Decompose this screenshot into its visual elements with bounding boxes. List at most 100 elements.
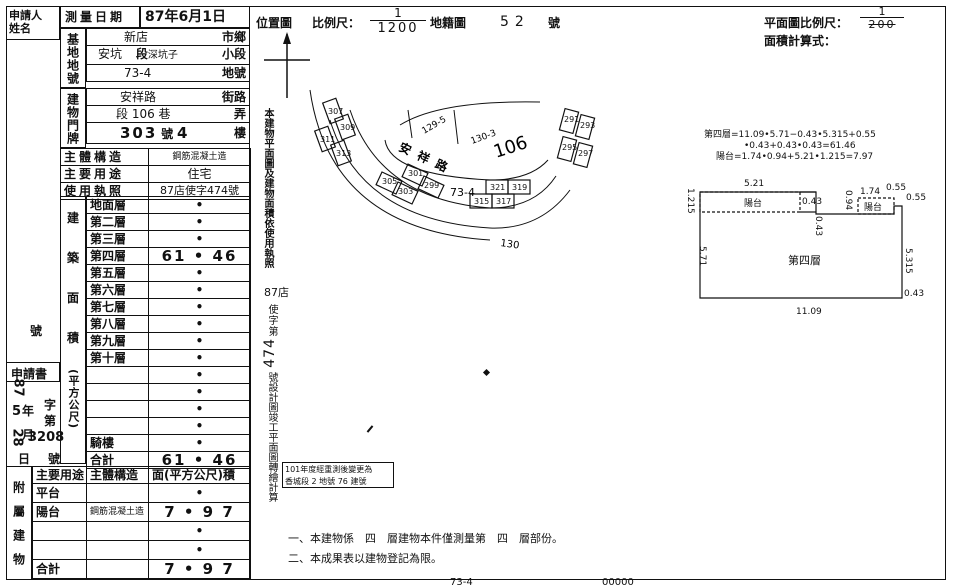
attached-label: 附屬建物 [11, 481, 26, 577]
margin-doc-no-suffix: 號 [48, 452, 61, 466]
floor-name: 地面層 [86, 196, 149, 214]
lot-d-label: 130 [500, 238, 520, 252]
scale-num: 1 [370, 6, 426, 21]
margin-di-label: 第 [44, 414, 57, 428]
balcony-label-2: 陽台 [864, 201, 882, 213]
cadastral-suffix: 號 [548, 16, 561, 30]
permit-value: 87店使字474號 [148, 182, 251, 200]
survey-date-cell: 87年6月1日 [140, 6, 250, 28]
floor-row: 第九層• [86, 332, 251, 350]
applicant-label-cell: 申請人姓名 [6, 6, 60, 40]
scale-label: 比例尺： [312, 16, 361, 30]
lane: 段 106 巷 [116, 107, 171, 121]
floor-name [86, 383, 149, 401]
base-lot-label: 基地地號 [65, 33, 80, 85]
building-no-label: 313 [336, 149, 351, 158]
floor-name: 第六層 [86, 281, 149, 299]
lane-cell: 段 106 巷弄 [86, 105, 250, 123]
building-no-label: 317 [496, 197, 511, 206]
attached-structure: 鋼筋混凝土造 [86, 502, 149, 522]
attached-structure [86, 540, 149, 560]
road-suffix: 街路 [221, 90, 246, 104]
use-label: 主要用途 [60, 165, 149, 183]
stamp-line-1: 101年度經重測後變更為 [285, 465, 373, 474]
floor-name: 第十層 [86, 349, 149, 367]
floor-value: • [148, 298, 251, 316]
floor-area-label-3: 面 [67, 291, 80, 305]
structure-label: 主體構造 [60, 148, 149, 166]
note-2: 二、本成果表以建物登記為限。 [288, 552, 442, 565]
plan-scale-den: 200 [868, 18, 896, 31]
lot-a-label: 129-5 [421, 115, 449, 137]
floor-name: 第三層 [86, 230, 149, 248]
floor-row: • [86, 366, 251, 384]
formula-3: 陽台=1.74•0.94+5.21•1.215=7.97 [716, 152, 874, 162]
floor-name [86, 417, 149, 435]
attached-label-cell: 附屬建物 [6, 466, 32, 580]
map-permit-v1: 87店 [264, 286, 289, 299]
section-cell: 安坑 段深坑子小段 [86, 45, 250, 65]
plan-scale-num: 1 [860, 6, 904, 18]
location-map-label: 位置圖 [256, 16, 293, 30]
attached-structure [86, 559, 149, 579]
area-calc-label: 面積計算式： [764, 34, 837, 48]
building-no-label: 319 [512, 183, 527, 192]
floor-row: 地面層• [86, 196, 251, 214]
scale-den: 1200 [377, 21, 419, 36]
subsection: 深坑子 [147, 50, 178, 61]
building-no-label: 321 [490, 183, 505, 192]
doc-no: 3208 [28, 430, 65, 445]
subsection-suffix: 小段 [221, 47, 246, 61]
attached-h-area: 面(平方公尺)積 [148, 466, 251, 484]
building-no-label: 305 [382, 177, 397, 186]
building-no-label: 301 [408, 169, 423, 178]
attached-row: • [32, 521, 251, 541]
floor-name: 第九層 [86, 332, 149, 350]
floor-row: 騎樓• [86, 434, 251, 452]
floor-row: 第五層• [86, 264, 251, 282]
north-arrow-icon [264, 32, 310, 98]
survey-date: 87年6月1日 [145, 9, 226, 25]
floor-value: • [148, 383, 251, 401]
cadastral-label: 地籍圖 [430, 16, 467, 30]
building-no-label: 295 [562, 143, 577, 152]
floor-name [86, 366, 149, 384]
floor-value: • [148, 281, 251, 299]
floor-value: • [148, 213, 251, 231]
dim-bottom: 11.09 [796, 307, 822, 317]
attached-value: • [148, 521, 251, 541]
floor-row: 第十層• [86, 349, 251, 367]
plan-scale-label: 平面圖比例尺： [764, 16, 849, 30]
plan-scale-fraction: 1 200 [860, 6, 904, 31]
margin-day-label: 日 [18, 452, 31, 466]
balcony-label-1: 陽台 [744, 197, 762, 209]
map-permit-v3: 474 [262, 338, 278, 368]
bottom-fragment-1: 73-4 [450, 577, 473, 585]
floor-suffix: 樓 [233, 125, 246, 140]
dim-r2: 0.55 [906, 193, 926, 203]
bottom-fragment-2: 00000 [602, 577, 634, 585]
margin-hao: 號 [30, 324, 43, 338]
attached-use [32, 521, 87, 541]
margin-month-label: 月 [22, 428, 35, 442]
building-no-label: 311 [320, 135, 335, 144]
scale-fraction: 1 1200 [370, 6, 426, 36]
floor-value: • [148, 366, 251, 384]
renumber-stamp: 101年度經重測後變更為 香城段 2 地號 76 建號 [282, 462, 394, 488]
building-no-label: 291 [564, 115, 579, 124]
floor-name: 第八層 [86, 315, 149, 333]
lot-suffix: 地號 [221, 66, 246, 80]
map-vertical-note: 本建物平面圖及建物面積依使用執照 [262, 108, 273, 268]
survey-date-label: 測量日期 [65, 10, 126, 24]
formula-1: 第四層=11.09•5.71−0.43•5.315+0.55 [704, 130, 876, 140]
floor-area-label-1: 建 [67, 211, 80, 225]
attached-use: 合計 [32, 559, 87, 579]
dim-mid2: 0.94 [843, 190, 853, 210]
dim-top-left: 5.21 [744, 179, 764, 189]
